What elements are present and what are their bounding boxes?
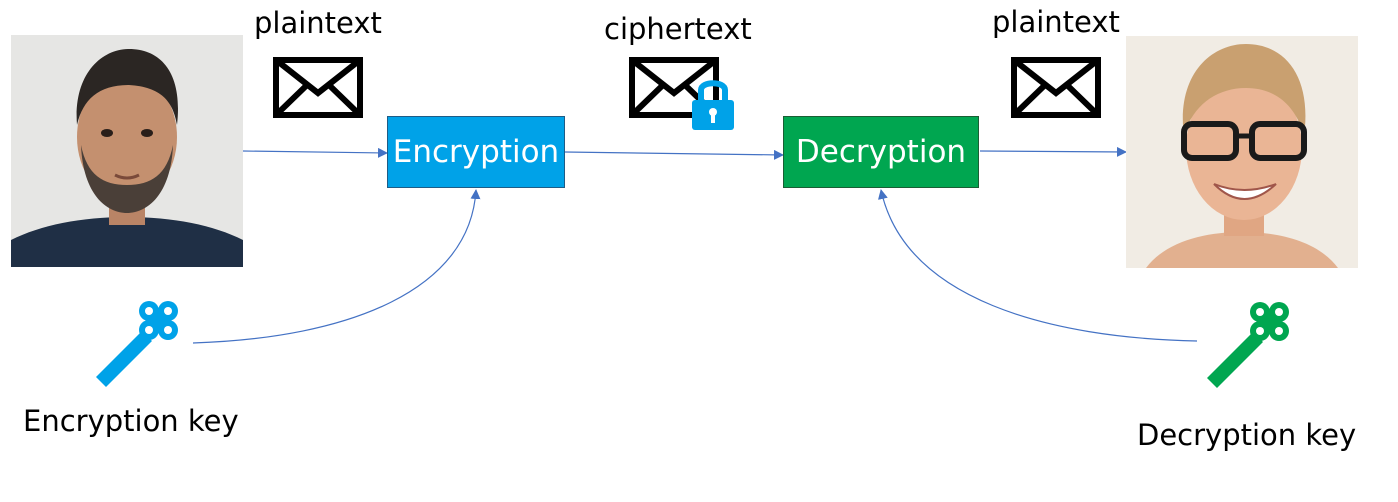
key-icon <box>1207 302 1289 388</box>
decryption-key-label: Decryption key <box>1137 418 1357 452</box>
encryption-key-label: Encryption key <box>23 404 239 438</box>
sender-photo-icon <box>11 35 243 267</box>
envelope-icon <box>1011 57 1101 118</box>
decryption-box: Decryption <box>783 116 979 188</box>
ciphertext-label: ciphertext <box>604 12 752 46</box>
arrow-encryption-to-decryption <box>564 149 784 160</box>
receiver-photo-icon <box>1126 36 1358 268</box>
plaintext-right-label: plaintext <box>992 5 1120 39</box>
arrow-encryption-key-to-encryption <box>192 189 481 344</box>
envelope-icon <box>273 57 363 118</box>
arrow-decryption-to-receiver <box>979 146 1127 157</box>
encryption-box: Encryption <box>387 116 565 188</box>
receiver-photo <box>1126 36 1358 268</box>
sender-photo <box>11 35 243 267</box>
arrow-decryption-key-to-decryption <box>878 189 1198 342</box>
key-icon <box>96 301 178 387</box>
padlock-icon <box>692 80 734 130</box>
plaintext-left-label: plaintext <box>254 6 382 40</box>
arrow-sender-to-encryption <box>242 147 388 158</box>
